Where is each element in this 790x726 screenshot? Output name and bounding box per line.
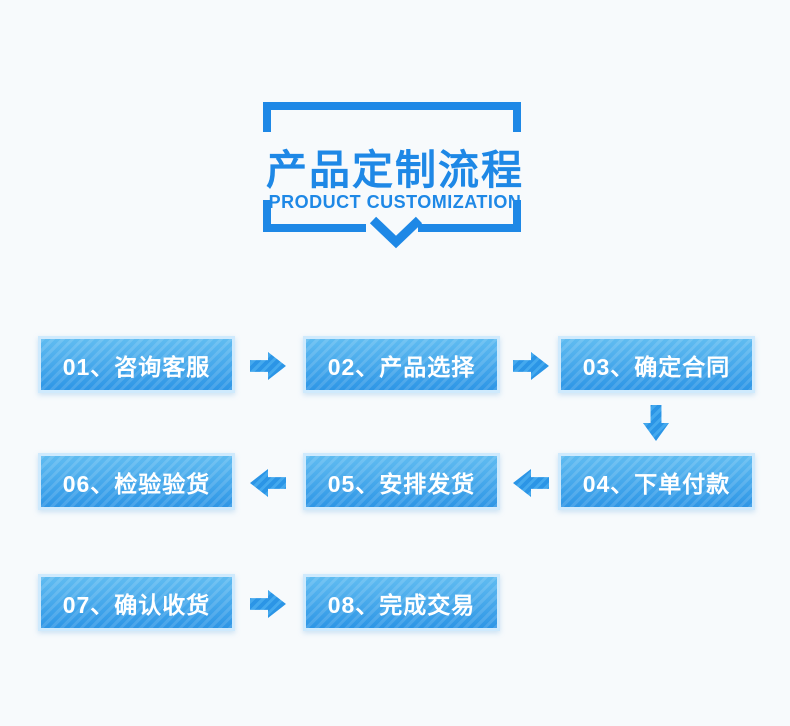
step-label: 03、确定合同 xyxy=(582,353,731,380)
step-box-04: 04、下单付款 xyxy=(558,453,755,510)
step-label: 02、产品选择 xyxy=(327,353,476,380)
step-box-01: 01、咨询客服 xyxy=(38,336,235,393)
title-frame-bottom-right xyxy=(418,200,521,232)
arrow-left-icon xyxy=(250,469,286,497)
step-box-05: 05、安排发货 xyxy=(303,453,500,510)
chevron-down-icon xyxy=(369,216,423,249)
step-box-02: 02、产品选择 xyxy=(303,336,500,393)
step-label: 05、安排发货 xyxy=(327,470,476,497)
step-label: 08、完成交易 xyxy=(327,591,476,618)
page-title: 产品定制流程 xyxy=(266,147,524,193)
step-label: 07、确认收货 xyxy=(62,591,211,618)
arrow-right-icon xyxy=(513,352,549,380)
title-frame-top xyxy=(263,102,521,132)
step-label: 06、检验验货 xyxy=(62,470,211,497)
arrow-right-icon xyxy=(250,352,286,380)
step-label: 04、下单付款 xyxy=(582,470,731,497)
arrow-down-icon xyxy=(643,405,669,441)
page-subtitle: PRODUCT CUSTOMIZATION xyxy=(268,192,522,212)
step-box-08: 08、完成交易 xyxy=(303,574,500,631)
step-box-03: 03、确定合同 xyxy=(558,336,755,393)
arrow-right-icon xyxy=(250,590,286,618)
step-box-07: 07、确认收货 xyxy=(38,574,235,631)
title-frame-bottom-left xyxy=(263,200,366,232)
step-label: 01、咨询客服 xyxy=(62,353,211,380)
arrow-left-icon xyxy=(513,469,549,497)
step-box-06: 06、检验验货 xyxy=(38,453,235,510)
